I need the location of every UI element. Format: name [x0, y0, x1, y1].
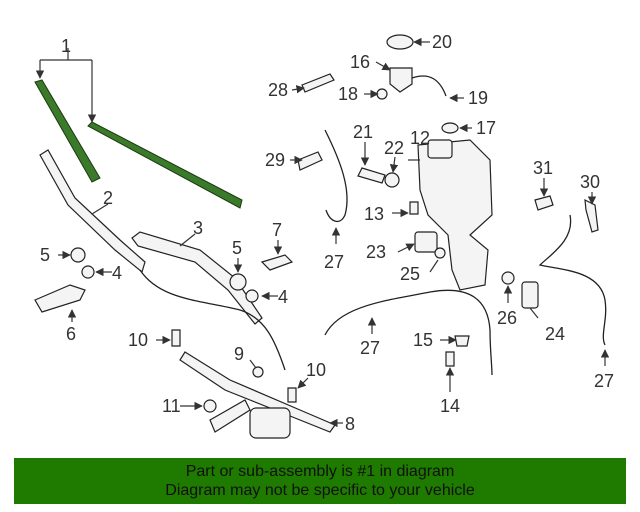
callout-23: 23 — [366, 242, 386, 262]
callout-9: 9 — [234, 344, 244, 364]
clip-26[interactable] — [501, 271, 515, 285]
bolt-10-right[interactable] — [287, 387, 297, 403]
callout-20: 20 — [432, 32, 452, 52]
notice-banner: Part or sub-assembly is #1 in diagram Di… — [14, 458, 626, 504]
callout-15: 15 — [413, 330, 433, 350]
connector-31[interactable] — [534, 195, 554, 211]
hose-27-c[interactable] — [538, 214, 607, 346]
callout-30: 30 — [580, 172, 600, 192]
callout-12: 12 — [410, 128, 430, 148]
seal-17[interactable] — [441, 122, 459, 134]
callout-24: 24 — [545, 324, 565, 344]
wiper-blade-left[interactable] — [34, 79, 101, 183]
bolt-18[interactable] — [376, 88, 388, 100]
clip-30[interactable] — [584, 198, 599, 233]
callout-13: 13 — [364, 204, 384, 224]
callout-labels: 1 2 3 4 4 5 5 6 7 8 9 10 10 11 12 13 14 … — [40, 32, 614, 434]
wiper-blade-right[interactable] — [87, 121, 243, 209]
callout-4-left: 4 — [112, 263, 122, 283]
connector-28[interactable] — [301, 73, 335, 93]
washer-nozzle-part[interactable] — [260, 254, 294, 271]
leader-lines — [58, 37, 610, 428]
callout-4-right: 4 — [278, 287, 288, 307]
callout-28: 28 — [268, 80, 288, 100]
cap-5-left[interactable] — [70, 247, 86, 263]
hose-27-a[interactable] — [324, 129, 348, 223]
callout-7: 7 — [272, 220, 282, 240]
notice-line-2: Diagram may not be specific to your vehi… — [165, 482, 475, 499]
cap-5-right[interactable] — [229, 273, 247, 291]
callout-27-c: 27 — [594, 371, 614, 391]
nut-4-left[interactable] — [81, 265, 95, 279]
callout-27-b: 27 — [360, 338, 380, 358]
nut-9[interactable] — [252, 366, 264, 378]
notice-line-1: Part or sub-assembly is #1 in diagram — [185, 463, 455, 480]
stud-14[interactable] — [445, 351, 455, 367]
connector-21[interactable] — [357, 167, 386, 184]
callout-17: 17 — [476, 118, 496, 138]
callout-22: 22 — [384, 138, 404, 158]
washer-pump-23[interactable] — [414, 231, 438, 253]
callout-1-bracket — [35, 48, 97, 123]
grommet-11[interactable] — [203, 399, 217, 413]
callout-8: 8 — [345, 414, 355, 434]
callout-27-a: 27 — [324, 252, 344, 272]
nut-4-right[interactable] — [245, 289, 259, 303]
callout-25: 25 — [400, 264, 420, 284]
filler-cap-20[interactable] — [386, 34, 414, 50]
callout-29: 29 — [265, 150, 285, 170]
washer-reservoir[interactable] — [417, 139, 493, 291]
cowl-trim-part[interactable] — [34, 284, 86, 313]
level-sensor-13[interactable] — [409, 201, 419, 215]
callout-18: 18 — [338, 84, 358, 104]
callout-26: 26 — [497, 308, 517, 328]
callout-10-right: 10 — [306, 360, 326, 380]
wiper-arm-left[interactable] — [39, 149, 146, 274]
grommet-25[interactable] — [434, 247, 446, 259]
callout-21: 21 — [353, 122, 373, 142]
grommet-22[interactable] — [384, 172, 400, 188]
callout-16: 16 — [350, 52, 370, 72]
callout-5-left: 5 — [40, 245, 50, 265]
hose-27-b[interactable] — [324, 289, 493, 376]
wiper-motor-assembly[interactable] — [179, 351, 336, 439]
nut-15[interactable] — [454, 335, 470, 347]
callout-31: 31 — [533, 158, 553, 178]
callout-3: 3 — [193, 218, 203, 238]
callout-6: 6 — [66, 324, 76, 344]
filler-neck[interactable] — [389, 67, 447, 97]
callout-1: 1 — [61, 36, 71, 56]
wiper-linkage-rod[interactable] — [139, 269, 286, 371]
callout-2: 2 — [103, 188, 113, 208]
connector-29[interactable] — [297, 151, 323, 171]
callout-5-right: 5 — [232, 238, 242, 258]
pump-24[interactable] — [521, 281, 539, 309]
bolt-10-left[interactable] — [171, 329, 181, 347]
parts-diagram: 1 2 3 4 4 5 5 6 7 8 9 10 10 11 12 13 14 … — [34, 32, 614, 439]
callout-14: 14 — [440, 396, 460, 416]
callout-11: 11 — [162, 396, 181, 416]
callout-19: 19 — [468, 88, 488, 108]
callout-10-left: 10 — [128, 330, 148, 350]
